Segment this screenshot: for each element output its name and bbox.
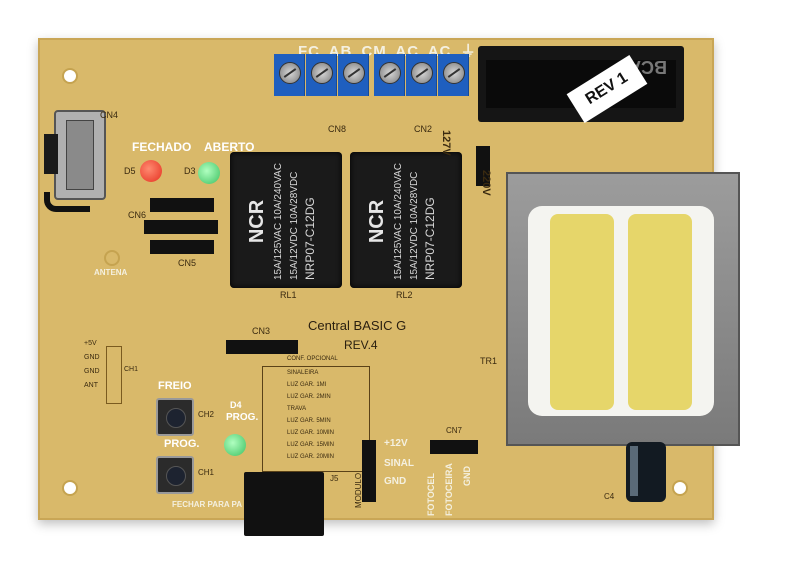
red-led [140, 160, 162, 182]
header-pins [150, 240, 214, 254]
config-table: CONF. OPCIONAL SINALEIRA LUZ GAR. 1MI LU… [262, 356, 370, 472]
gnd-label: GND [462, 466, 472, 486]
config-row: SINALEIRA [287, 370, 319, 376]
config-row: LUZ GAR. 15MIN [287, 442, 335, 448]
modulo-label: MODULO [354, 472, 363, 508]
fechado-label: FECHADO [132, 140, 192, 154]
ch2-label: CH2 [198, 410, 215, 419]
cn2-label: CN2 [414, 124, 433, 134]
aberto-label: ABERTO [204, 140, 255, 154]
prog-led [224, 434, 246, 456]
cn1-header [106, 346, 122, 404]
cn7-label: CN7 [446, 426, 463, 435]
mounting-hole [62, 480, 78, 496]
cn8-label: CN8 [328, 124, 347, 134]
plus5v-label: +5V [84, 340, 97, 347]
sinal-label: SINAL [384, 458, 414, 469]
config-title: CONF. OPCIONAL [287, 356, 338, 362]
cn7-header [430, 440, 478, 454]
config-row: LUZ GAR. 10MIN [287, 430, 335, 436]
module-header [362, 440, 376, 502]
board-revision: REV.4 [344, 338, 378, 352]
d4-label: D4 [230, 400, 242, 410]
fotocel-label: FOTOCEL [426, 473, 436, 516]
cn3-header [226, 340, 298, 354]
capacitor [626, 442, 666, 502]
rl2-label: RL2 [396, 290, 413, 300]
rl1-label: RL1 [280, 290, 297, 300]
antenna-pad [104, 250, 120, 266]
mounting-hole [62, 68, 78, 84]
config-row: LUZ GAR. 20MIN [287, 454, 335, 460]
cable [44, 134, 58, 174]
connector-cover: BCA REV 1 [478, 46, 684, 124]
fotoceira-label: FOTOCEIRA [444, 463, 454, 516]
fechar-label: FECHAR PARA PA [172, 500, 243, 509]
d3-label: D3 [184, 166, 196, 176]
220v-label: 220V [480, 170, 492, 196]
config-row: LUZ GAR. 2MIN [287, 394, 331, 400]
cn6-label: CN6 [128, 210, 147, 220]
tr1-label: TR1 [480, 356, 498, 366]
cn5-label: CN5 [178, 258, 197, 268]
cable [44, 192, 90, 212]
green-led [198, 162, 220, 184]
freio-button[interactable] [156, 398, 194, 436]
127v-label: 127V [440, 130, 452, 156]
antena-label: ANTENA [94, 268, 128, 277]
gnd-label: GND [84, 354, 100, 361]
relay-1: NCR 15A/125VAC 10A/240VAC 15A/12VDC 10A/… [230, 152, 342, 288]
ant-label: ANT [84, 382, 98, 389]
gnd-label: GND [84, 368, 100, 375]
transformer [502, 172, 746, 446]
prog-led-label: PROG. [226, 412, 259, 423]
screw-terminal-block [274, 54, 474, 106]
prog-label: PROG. [164, 438, 200, 450]
board-title: Central BASIC G [308, 318, 407, 333]
cn3-label: CN3 [252, 326, 271, 336]
gnd-label: GND [384, 476, 407, 487]
pcb-board: FC AB CM AC AC ⏚ CN8 CN2 BCA REV 1 CN4 F… [38, 38, 740, 536]
plus12v-label: +12V [384, 438, 408, 449]
c4-label: C4 [604, 492, 615, 501]
config-row: LUZ GAR. 5MIN [287, 418, 331, 424]
j5-label: J5 [330, 474, 339, 483]
header-pins [144, 220, 218, 234]
header-pins [150, 198, 214, 212]
j5-jumper-block [244, 472, 324, 536]
freio-label: FREIO [158, 380, 192, 392]
voltage-jumper [476, 146, 490, 186]
ch1-label: CH1 [124, 366, 139, 373]
d5-label: D5 [124, 166, 136, 176]
prog-button[interactable] [156, 456, 194, 494]
mounting-hole [672, 480, 688, 496]
config-row: LUZ GAR. 1MI [287, 382, 327, 388]
relay-2: NCR 15A/125VAC 10A/240VAC 15A/12VDC 10A/… [350, 152, 462, 288]
cn4-connector [54, 110, 106, 200]
cn4-label: CN4 [100, 110, 119, 120]
ch1-label: CH1 [198, 468, 215, 477]
config-row: TRAVA [287, 406, 307, 412]
